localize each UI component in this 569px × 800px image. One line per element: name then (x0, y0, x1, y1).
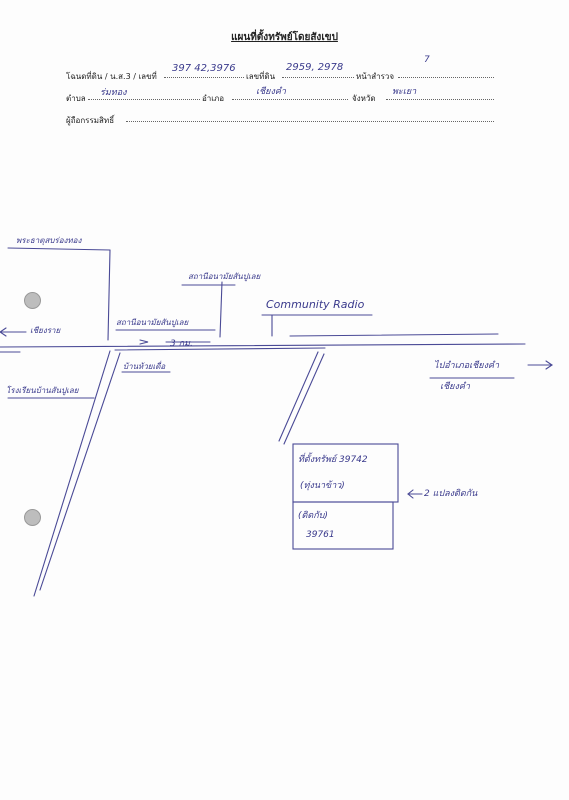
district-dots (232, 99, 348, 100)
main-road-top (0, 343, 526, 348)
deed-value: 397 42,3976 (172, 63, 236, 74)
land-no-value: 2959, 2978 (286, 62, 344, 73)
plot-line-3: (ติดกับ) (298, 511, 328, 521)
subdistrict-value: ร่มทอง (100, 88, 127, 98)
nongsompoi-label: บ้านห้วยเดื่อ (123, 362, 166, 371)
plot-line-4: 39761 (306, 530, 335, 540)
arrow-right-head (545, 360, 553, 370)
to-town-label: ไปอำเภอเชียงคำ (434, 361, 500, 371)
plot-line-2: (ทุ่งนาข้าว) (300, 481, 345, 491)
distance-label: 3 กม. (170, 339, 193, 349)
arrow-note-head (407, 489, 414, 499)
distance-arrow (139, 339, 149, 345)
plots-note: 2 แปลงติดกัน (424, 489, 478, 499)
district-label: อำเภอ (202, 94, 225, 103)
province-dots (386, 99, 494, 100)
plot-line-1: ที่ตั้งทรัพย์ 39742 (298, 455, 368, 465)
community-radio-label: Community Radio (266, 298, 365, 311)
owner-dots (126, 121, 494, 122)
subdistrict-dots (88, 99, 200, 100)
deed-label: โฉนดที่ดิน / น.ส.3 / เลขที่ (66, 72, 157, 81)
district-value: เชียงคำ (256, 87, 286, 97)
station-post (219, 281, 223, 338)
punch-hole-bottom (24, 509, 41, 526)
land-no-dots (282, 77, 354, 78)
temple-right (107, 249, 111, 341)
diag-road-right (39, 352, 121, 591)
document-title: แผนที่ตั้งทรัพย์โดยสังเขป (231, 32, 338, 43)
survey-page-label: หน้าสำรวจ (356, 72, 395, 81)
temple-label: พระธาตุสบร่องทอง (16, 236, 82, 245)
to-chiangrai-label: เชียงราย (30, 326, 61, 335)
survey-page-dots (398, 77, 494, 78)
station-label: สถานีอนามัยสันปูเลย (116, 318, 189, 327)
owner-label: ผู้ถือกรรมสิทธิ์ (66, 116, 115, 125)
survey-page-value: 7 (424, 55, 430, 65)
plot-box-2 (292, 501, 394, 550)
land-no-label: เลขที่ดิน (246, 72, 276, 81)
main-road-bottom (114, 347, 326, 351)
deed-dots (164, 77, 244, 78)
radio-road (289, 333, 499, 337)
side-road-left (278, 351, 319, 442)
temple-top (7, 247, 111, 251)
province-value: พะเยา (392, 87, 417, 97)
diag-road-left (33, 350, 111, 597)
province-label: จังหวัด (352, 94, 376, 103)
arrow-left-head (0, 327, 7, 337)
health-center-label: สถานีอนามัยสันปูเลย (188, 272, 261, 281)
town-label: เชียงคำ (440, 382, 470, 392)
subdistrict-label: ตำบล (66, 94, 86, 103)
punch-hole-top (24, 292, 41, 309)
school-road-label: โรงเรียนบ้านสันปูเลย (6, 386, 79, 395)
side-road-right (283, 353, 325, 445)
